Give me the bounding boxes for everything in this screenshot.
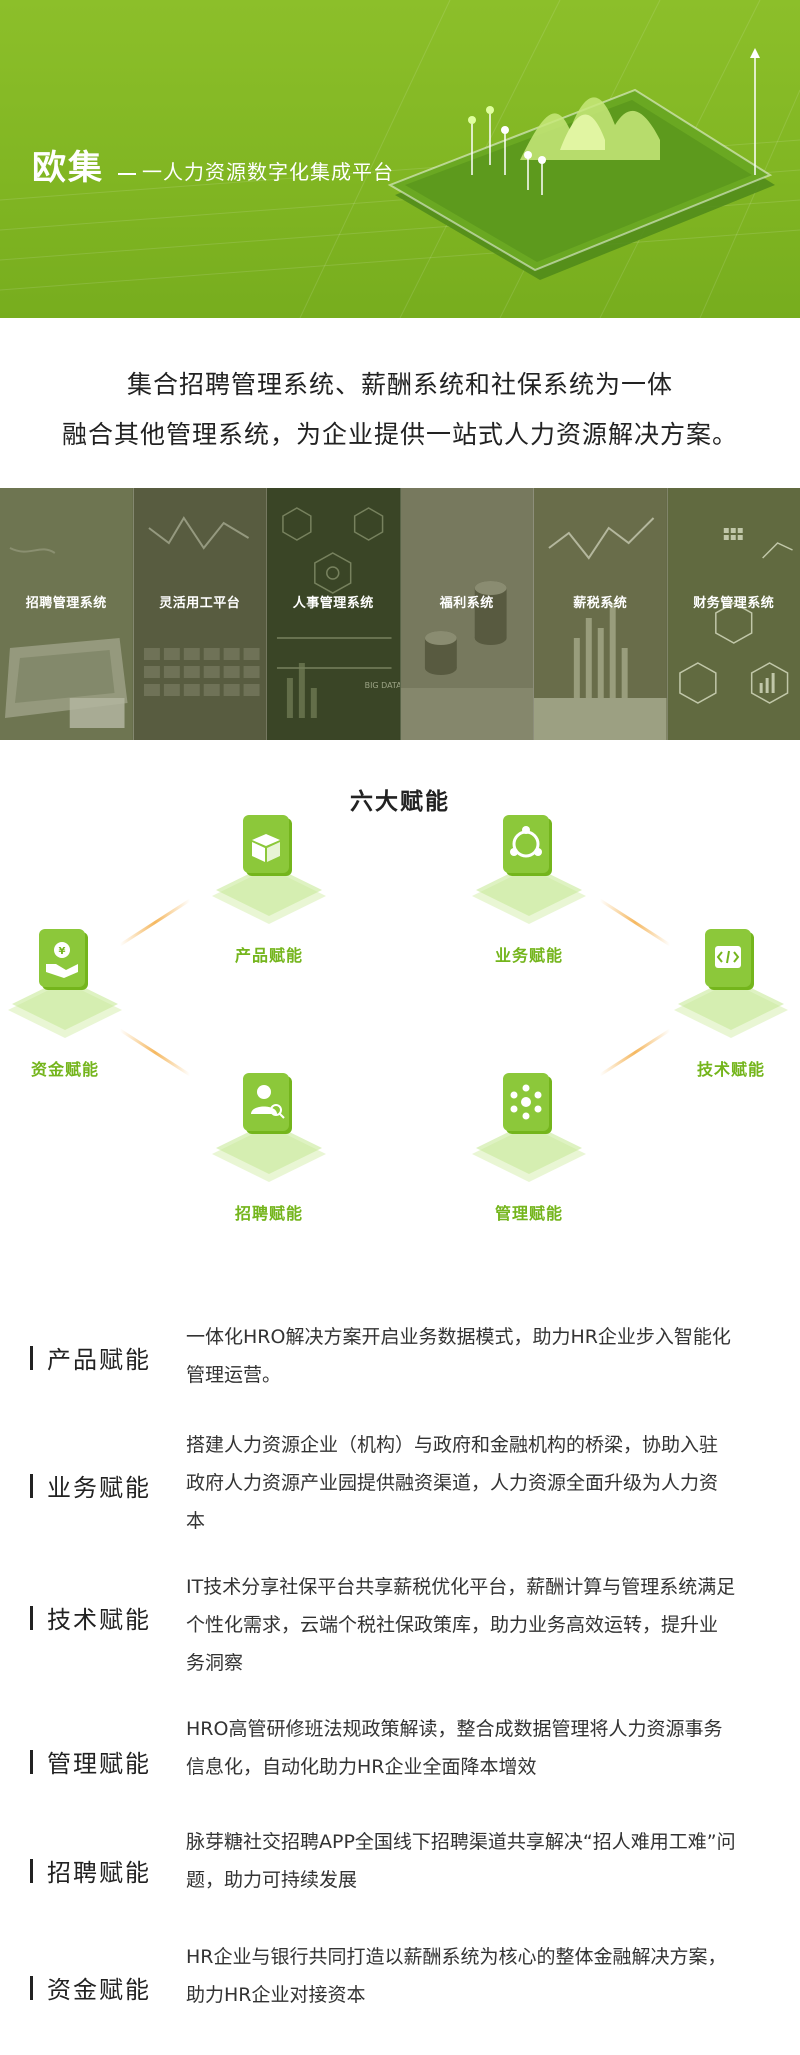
ability-tile <box>472 1073 586 1182</box>
user-search-icon <box>251 1085 285 1119</box>
brand-subtitle: 一人力资源数字化集成平台 <box>118 156 394 185</box>
svg-text:¥: ¥ <box>59 946 66 957</box>
connector-lines <box>119 860 671 1122</box>
desc-title: 管理赋能 <box>30 1744 151 1779</box>
ability-tile <box>212 1073 326 1182</box>
system-tile-flexible-work[interactable]: 灵活用工平台 <box>133 488 267 740</box>
hero-title: 欧集 一人力资源数字化集成平台 <box>32 140 394 189</box>
cube-icon <box>252 834 280 862</box>
ability-tile <box>212 815 326 924</box>
system-tile-salary-tax[interactable]: 薪税系统 <box>534 488 668 740</box>
node-label-capital: 资金赋能 <box>30 1060 99 1079</box>
node-label-recruit: 招聘赋能 <box>234 1204 303 1223</box>
system-label: 灵活用工平台 <box>159 596 241 611</box>
nodes-icon <box>510 1084 542 1120</box>
bar-chart-icon <box>534 488 667 740</box>
money-hand-icon <box>46 942 78 978</box>
node-label-business: 业务赋能 <box>494 946 563 965</box>
intro-line-2: 融合其他管理系统，为企业提供一站式人力资源解决方案。 <box>61 420 738 449</box>
node-label-product: 产品赋能 <box>234 946 303 965</box>
laptop-icon <box>0 488 133 740</box>
svg-text:BIG DATA: BIG DATA <box>365 681 400 690</box>
ability-tile: ¥ <box>8 929 122 1038</box>
system-label: 人事管理系统 <box>292 596 374 611</box>
system-label: 招聘管理系统 <box>25 596 107 611</box>
desc-title: 资金赋能 <box>30 1970 151 2005</box>
system-label: 财务管理系统 <box>693 596 775 611</box>
brand-name: 欧集 <box>32 148 104 188</box>
node-recruit[interactable]: 招聘赋能 <box>204 1066 334 1236</box>
desc-title: 业务赋能 <box>30 1468 151 1503</box>
six-abilities-diagram: 产品赋能 业务赋能 ¥ 资金赋能 <box>0 790 800 1250</box>
hexagon-network-icon: BIG DATA <box>267 488 400 740</box>
intro-line-1: 集合招聘管理系统、薪酬系统和社保系统为一体 <box>126 370 673 399</box>
coins-icon <box>400 488 533 740</box>
system-tile-recruitment[interactable]: 招聘管理系统 <box>0 488 134 740</box>
node-label-manage: 管理赋能 <box>494 1204 563 1223</box>
node-product[interactable]: 产品赋能 <box>204 808 334 978</box>
system-label: 福利系统 <box>439 596 494 611</box>
node-business[interactable]: 业务赋能 <box>464 808 594 978</box>
system-tile-finance[interactable]: 财务管理系统 <box>667 488 800 740</box>
desc-text: 搭建人力资源企业（机构）与政府和金融机构的桥梁，协助入驻政府人力资源产业园提供融… <box>186 1434 719 1532</box>
desc-title: 技术赋能 <box>30 1600 151 1635</box>
system-tile-welfare[interactable]: 福利系统 <box>400 488 534 740</box>
hero-illustration <box>0 0 800 318</box>
ability-tile <box>472 815 586 924</box>
node-capital[interactable]: ¥ 资金赋能 <box>0 922 130 1092</box>
node-manage[interactable]: 管理赋能 <box>464 1066 594 1236</box>
system-tile-personnel[interactable]: BIG DATA 人事管理系统 <box>267 488 401 740</box>
desc-text: IT技术分享社保平台共享薪税优化平台，薪酬计算与管理系统满足个性化需求，云端个税… <box>186 1576 736 1674</box>
desc-text: 一体化HRO解决方案开启业务数据模式，助力HR企业步入智能化管理运营。 <box>186 1326 731 1386</box>
systems-strip: 招聘管理系统 灵活用工平台 <box>0 488 800 740</box>
desc-text: HRO高管研修班法规政策解读，整合成数据管理将人力资源事务信息化，自动化助力HR… <box>186 1718 723 1778</box>
desc-title: 产品赋能 <box>30 1340 151 1375</box>
system-label: 薪税系统 <box>573 596 628 611</box>
hero-banner: 欧集 一人力资源数字化集成平台 <box>0 0 800 318</box>
finance-hexagon-icon <box>667 488 800 740</box>
six-abilities-title: 六大赋能 <box>350 789 450 815</box>
keyboard-icon <box>133 488 266 740</box>
node-tech[interactable]: 技术赋能 <box>666 922 796 1092</box>
intro-text: 集合招聘管理系统、薪酬系统和社保系统为一体 融合其他管理系统，为企业提供一站式人… <box>0 360 800 460</box>
desc-title: 招聘赋能 <box>30 1853 151 1888</box>
node-label-tech: 技术赋能 <box>696 1060 765 1079</box>
code-icon <box>715 946 741 968</box>
desc-text: 脉芽糖社交招聘APP全国线下招聘渠道共享解决“招人难用工难”问题，助力可持续发展 <box>186 1831 736 1891</box>
ability-tile <box>674 929 788 1038</box>
desc-text: HR企业与银行共同打造以薪酬系统为核心的整体金融解决方案，助力HR企业对接资本 <box>186 1946 727 2006</box>
